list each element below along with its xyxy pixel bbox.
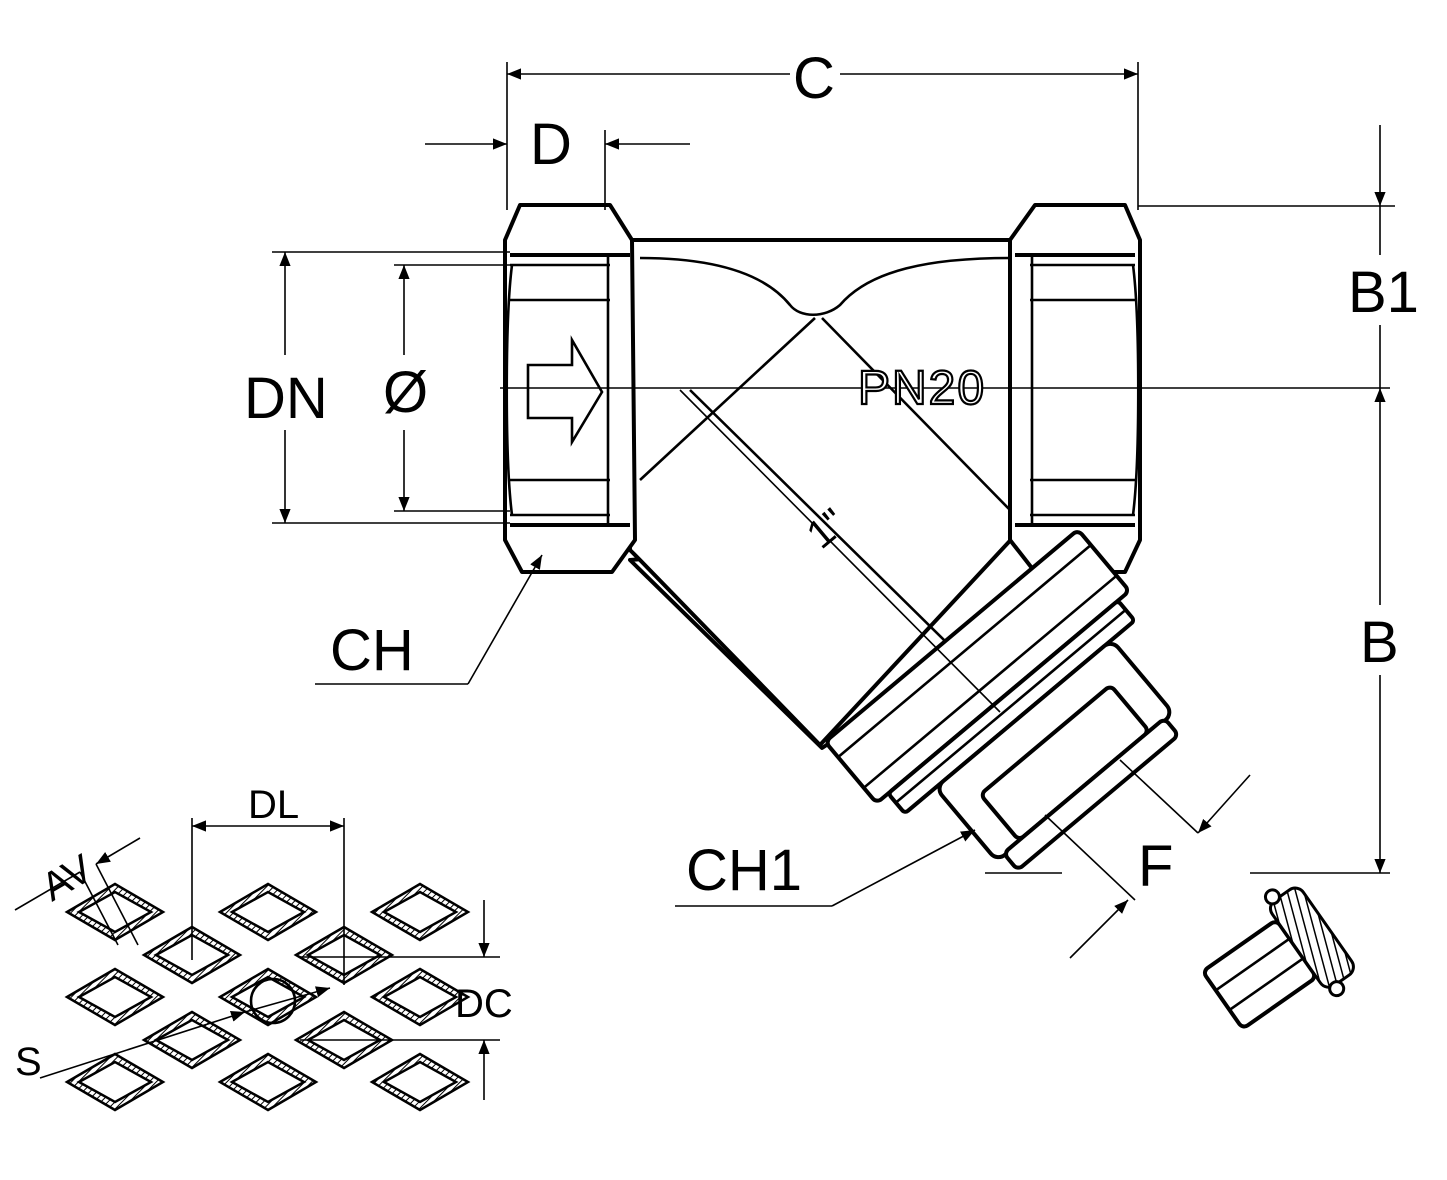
leader-ch-label: CH [330, 618, 414, 683]
dimension-b1: B1 [1138, 125, 1419, 388]
dimension-c-label: C [793, 46, 835, 111]
dimension-diameter: Ø [383, 264, 510, 512]
dimension-d-label: D [530, 112, 572, 177]
mesh-cell-opening [229, 1060, 307, 1104]
mesh-s-label: S [15, 1040, 42, 1084]
mesh-cell-opening [76, 1060, 154, 1104]
body-diagonal-right [821, 317, 1011, 511]
leader-ch1: CH1 [675, 829, 976, 907]
branch-axis-line [679, 389, 1001, 713]
mesh-cell-opening [153, 1018, 231, 1062]
flow-direction-arrow [526, 335, 604, 447]
dimension-f: F [985, 759, 1251, 959]
dimension-b-label: B [1360, 610, 1399, 675]
dimension-d: D [425, 112, 690, 210]
mesh-cell-opening [381, 975, 459, 1019]
dimension-c: C [506, 46, 1139, 210]
strainer-cap [825, 530, 1179, 870]
mesh-cell-opening [229, 975, 307, 1019]
mesh-dc-label: DC [455, 982, 513, 1026]
body-diagonal-left [639, 317, 816, 481]
body-waist-curve [639, 256, 1011, 317]
drain-plug-illustration [1202, 886, 1355, 1029]
leader-ch1-label: CH1 [686, 838, 802, 903]
dimension-f-label: F [1138, 834, 1173, 899]
mesh-cell-opening [381, 890, 459, 934]
mesh-cell-opening [229, 890, 307, 934]
dimension-dn-label: DN [244, 366, 328, 431]
pressure-rating-marking: PN20 [858, 362, 986, 415]
strainer-body [500, 203, 1390, 870]
mesh-dimensions: DL AV DC S [14, 783, 513, 1100]
dimension-dn: DN [244, 251, 510, 524]
leader-ch: CH [315, 554, 543, 685]
mesh-detail [64, 882, 471, 1112]
dimension-b: B [1250, 388, 1399, 874]
mesh-cell-opening [76, 975, 154, 1019]
mesh-cell-opening [76, 890, 154, 934]
dimension-b1-label: B1 [1348, 260, 1419, 325]
mesh-cell-opening [381, 1060, 459, 1104]
dimension-diameter-label: Ø [383, 360, 428, 425]
mesh-dl-label: DL [248, 783, 299, 827]
